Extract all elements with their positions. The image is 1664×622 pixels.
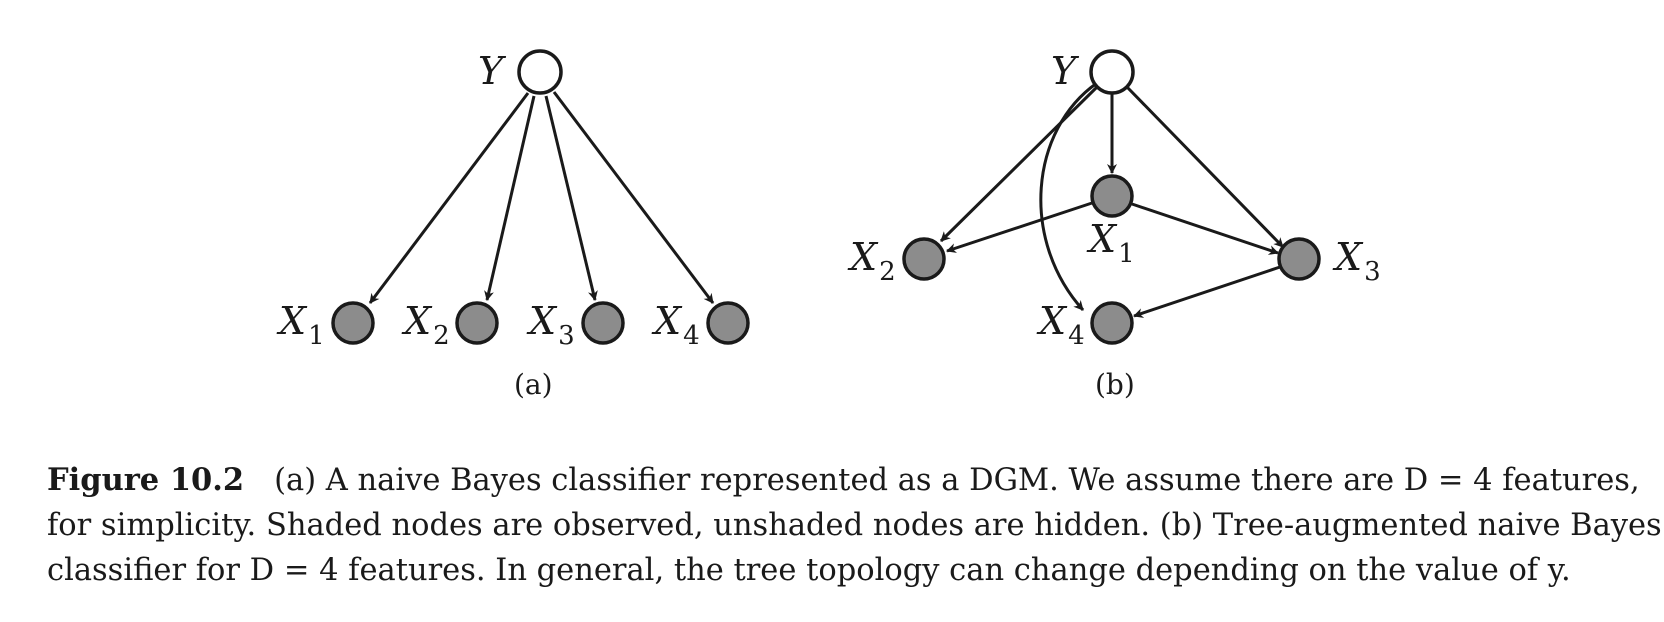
figure-graphics: Y X1 X2 X3 X4 (a) Y X1 X2 X3 X4 (b) [276, 49, 1381, 401]
panel-b: Y X1 X2 X3 X4 (b) [847, 49, 1381, 401]
caption-line-3: classifier for D = 4 features. In genera… [47, 553, 1571, 588]
edge-b-x1-x2 [946, 201, 1093, 253]
label-a-y: Y [478, 49, 507, 93]
label-a-x2: X2 [401, 299, 450, 351]
panel-a: Y X1 X2 X3 X4 (a) [276, 49, 750, 401]
panel-label-a: (a) [514, 368, 553, 401]
node-b-x1 [1090, 174, 1134, 218]
caption-line-1-text: (a) A naive Bayes classifier represented… [274, 463, 1640, 498]
edge-b-y-x4 [1039, 81, 1098, 312]
node-a-x4 [706, 301, 750, 345]
caption-line-2: for simplicity. Shaded nodes are observe… [47, 508, 1662, 543]
panel-label-b: (b) [1095, 368, 1135, 401]
node-b-x4 [1090, 301, 1134, 345]
edge-b-x1-x3 [1131, 202, 1279, 255]
node-a-y [517, 49, 563, 95]
figure-number: Figure 10.2 [47, 462, 245, 498]
node-b-x2 [902, 237, 946, 281]
node-a-x2 [455, 301, 499, 345]
node-a-x1 [331, 301, 375, 345]
caption-line-1: Figure 10.2 (a) A naive Bayes classifier … [47, 458, 1640, 503]
label-b-y: Y [1051, 49, 1080, 93]
node-a-x3 [581, 301, 625, 345]
label-a-x3: X3 [526, 299, 575, 351]
label-b-x2: X2 [847, 235, 896, 287]
edge-b-x3-x4 [1133, 265, 1281, 318]
edge-b-y-x3 [1125, 85, 1285, 249]
label-b-x1: X1 [1086, 217, 1135, 269]
node-b-y [1089, 49, 1135, 95]
edge-a-y-x4 [552, 91, 715, 304]
label-a-x1: X1 [276, 299, 325, 351]
label-b-x3: X3 [1332, 235, 1381, 287]
node-b-x3 [1277, 237, 1321, 281]
label-a-x4: X4 [651, 299, 700, 351]
edge-b-y-x2 [939, 85, 1099, 243]
figure-caption: Figure 10.2 (a) A naive Bayes classifier … [47, 458, 1662, 593]
label-b-x4: X4 [1036, 299, 1085, 351]
edge-a-y-x3 [544, 95, 598, 301]
edge-a-y-x1 [368, 92, 530, 304]
edge-a-y-x2 [484, 95, 536, 301]
